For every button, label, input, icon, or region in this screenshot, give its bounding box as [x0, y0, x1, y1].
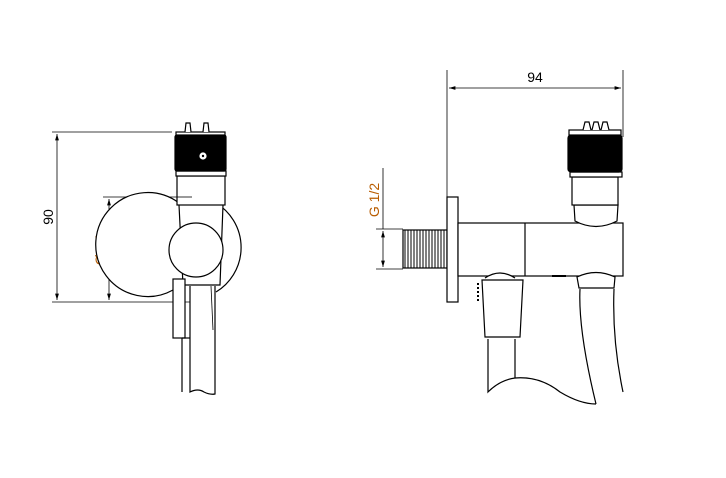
thread-dimension	[376, 168, 403, 270]
hose	[189, 286, 216, 395]
hose-left	[487, 339, 516, 394]
threaded-connector	[402, 229, 448, 269]
front-view: 90 Ø 55	[40, 122, 242, 395]
lever	[172, 278, 186, 339]
hose-nut-right	[576, 271, 616, 289]
rosette-circle	[95, 191, 180, 298]
hose-nut-left	[481, 279, 524, 338]
valve-body	[457, 222, 624, 277]
wall-flange	[446, 196, 459, 303]
thread-dimension-label: G 1/2	[366, 183, 382, 217]
outlet-circle	[168, 222, 224, 278]
height-dimension-label: 90	[40, 209, 56, 225]
side-view: 94 G 1/2	[366, 69, 624, 405]
knob-black[interactable]	[174, 134, 227, 172]
width-dimension-label: 94	[527, 69, 543, 85]
hose-right	[579, 288, 624, 405]
knob-black[interactable]	[567, 134, 623, 173]
width-dimension	[446, 70, 624, 197]
height-dimension	[52, 131, 196, 303]
